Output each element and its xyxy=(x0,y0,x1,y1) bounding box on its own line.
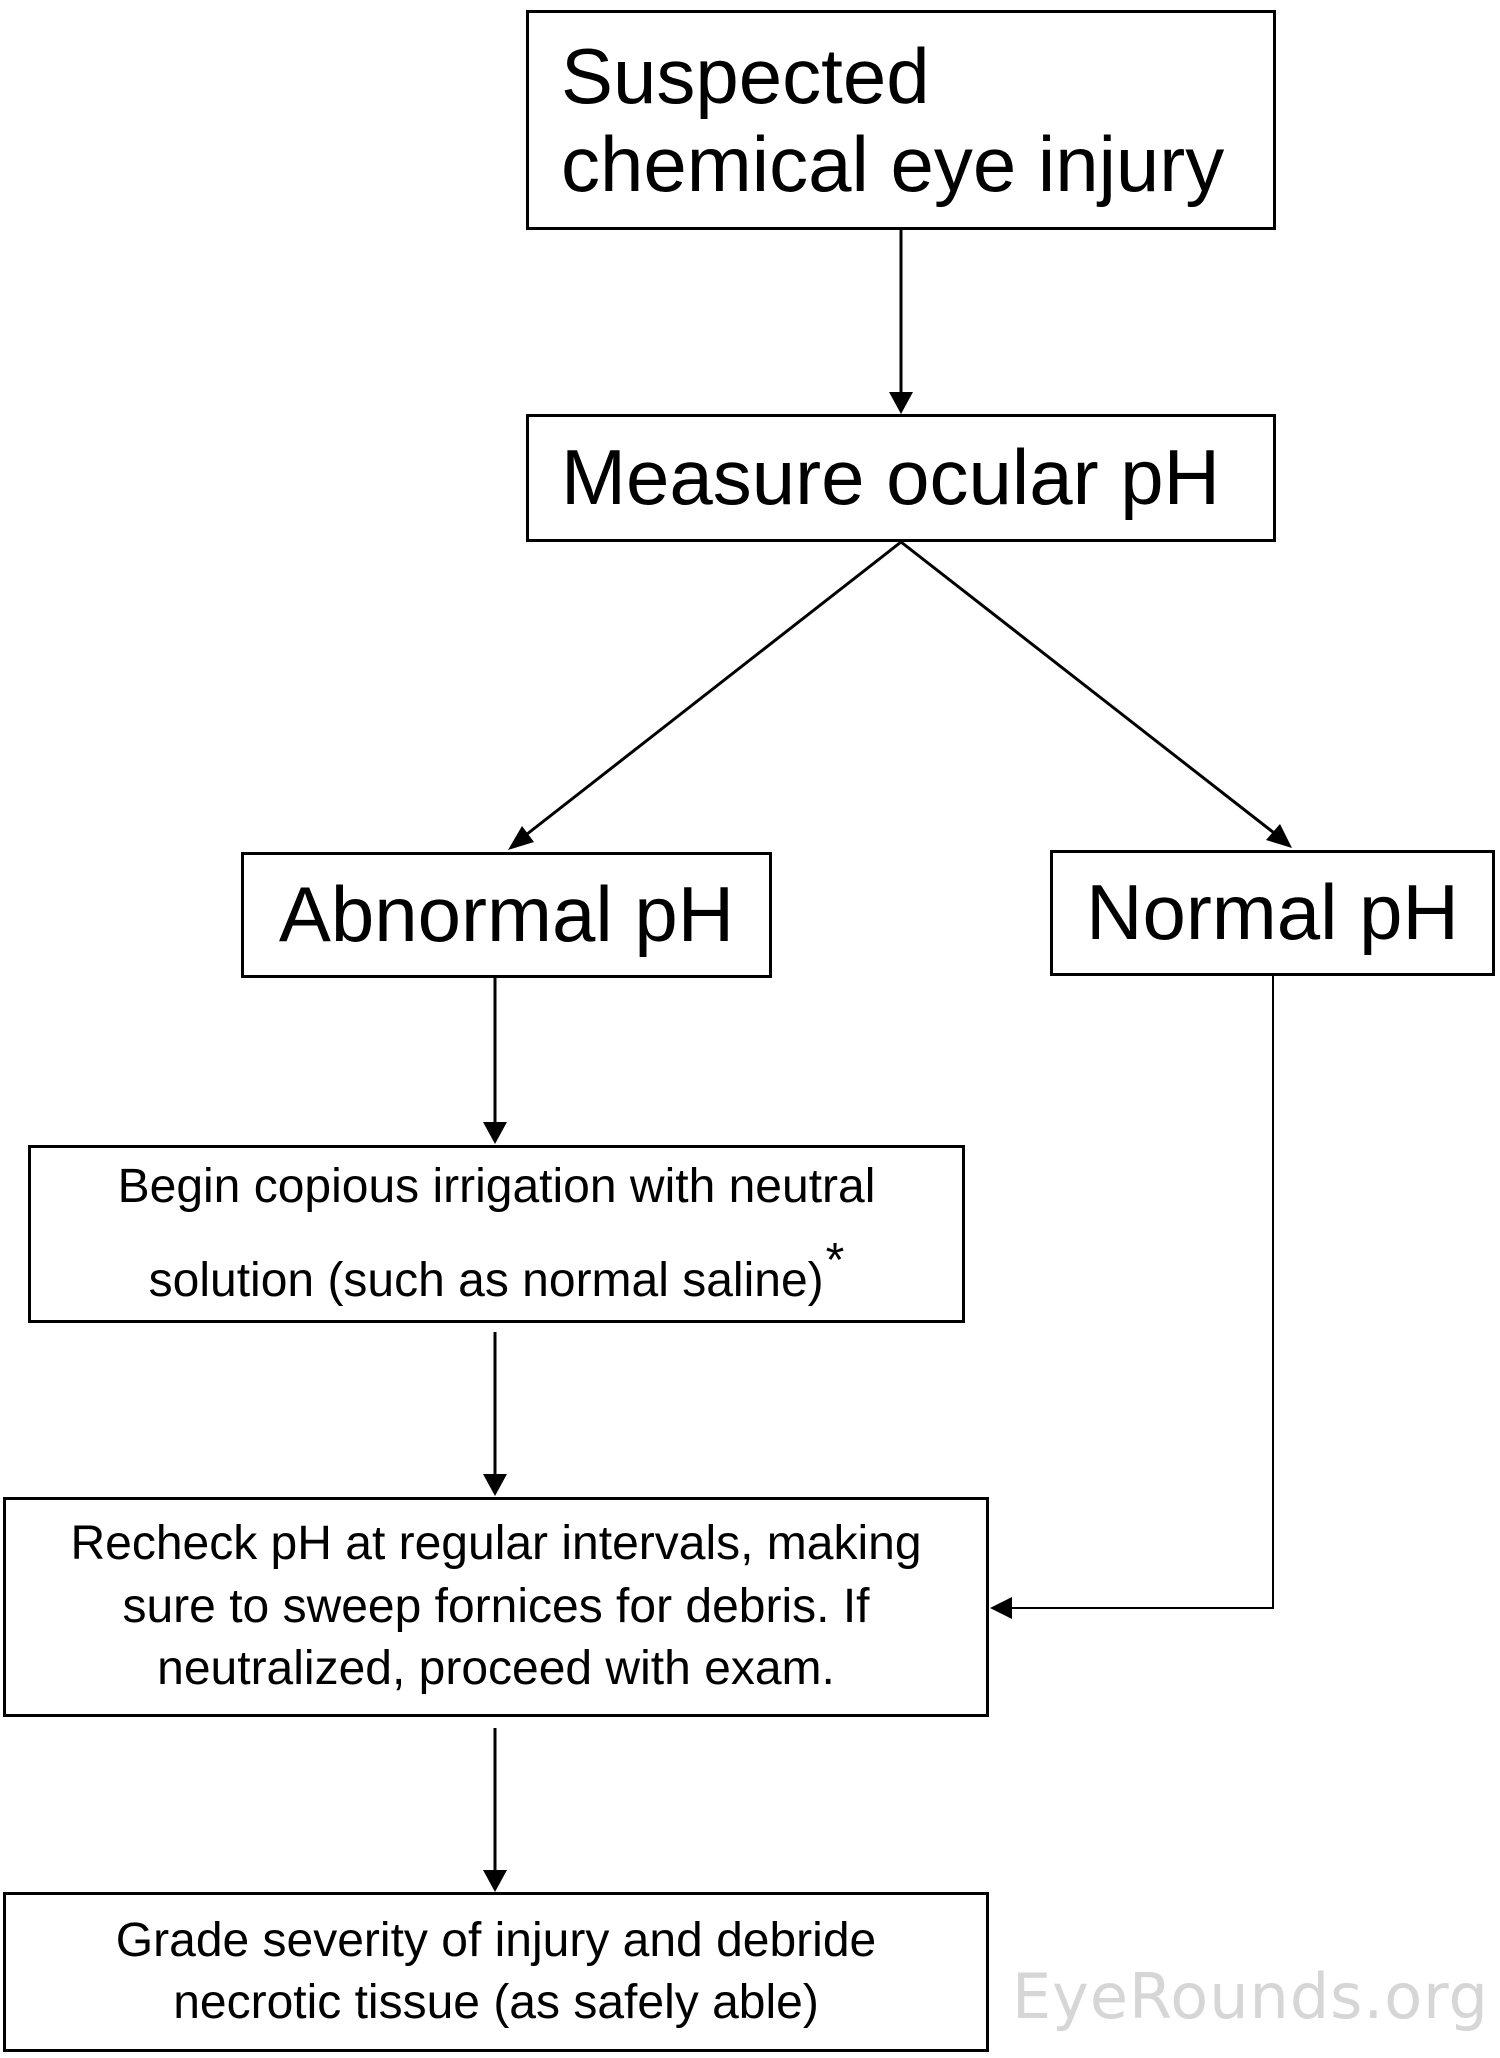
start-box-suspected-injury: Suspected chemical eye injury xyxy=(526,10,1276,230)
arrow-irrigation-to-recheck xyxy=(483,1332,507,1496)
recheck-ph-box: Recheck pH at regular intervals, making … xyxy=(3,1497,989,1717)
recheck-line2: sure to sweep fornices for debris. If xyxy=(122,1579,870,1633)
normal-ph-box: Normal pH xyxy=(1050,850,1495,976)
normal-ph-label: Normal pH xyxy=(1086,868,1459,957)
grade-severity-box: Grade severity of injury and debride nec… xyxy=(3,1892,989,2052)
grade-text: Grade severity of injury and debride nec… xyxy=(116,1910,876,2035)
irrigation-line1: Begin copious irrigation with neutral xyxy=(117,1159,876,1213)
irrigation-box: Begin copious irrigation with neutral so… xyxy=(28,1145,965,1323)
arrow-start-to-measure xyxy=(889,230,913,414)
start-box-line1: Suspected xyxy=(561,31,930,120)
measure-ph-label: Measure ocular pH xyxy=(561,433,1220,522)
start-box-line2: chemical eye injury xyxy=(561,120,1225,208)
eyerounds-watermark: EyeRounds.org xyxy=(1012,1960,1489,2033)
abnormal-ph-box: Abnormal pH xyxy=(241,852,772,978)
recheck-text: Recheck pH at regular intervals, making … xyxy=(70,1513,921,1700)
grade-line2: necrotic tissue (as safely able) xyxy=(173,1976,819,2029)
grade-line1: Grade severity of injury and debride xyxy=(115,1913,877,1967)
recheck-line1: Recheck pH at regular intervals, making xyxy=(70,1517,922,1571)
footnote-asterisk: * xyxy=(825,1233,845,1287)
irrigation-line2: solution (such as normal saline) xyxy=(148,1254,824,1308)
start-box-text: Suspected chemical eye injury xyxy=(561,32,1224,208)
irrigation-text: Begin copious irrigation with neutral so… xyxy=(118,1150,876,1319)
recheck-line3: neutralized, proceed with exam. xyxy=(157,1642,835,1696)
arrow-measure-to-abnormal xyxy=(508,540,902,850)
arrow-abnormal-to-irrigation xyxy=(483,978,507,1144)
arrow-recheck-to-grade xyxy=(483,1728,507,1892)
connector-normal-to-recheck xyxy=(990,976,1274,1619)
measure-ph-box: Measure ocular pH xyxy=(526,414,1276,542)
arrow-measure-to-normal xyxy=(900,540,1292,848)
abnormal-ph-label: Abnormal pH xyxy=(278,870,735,959)
